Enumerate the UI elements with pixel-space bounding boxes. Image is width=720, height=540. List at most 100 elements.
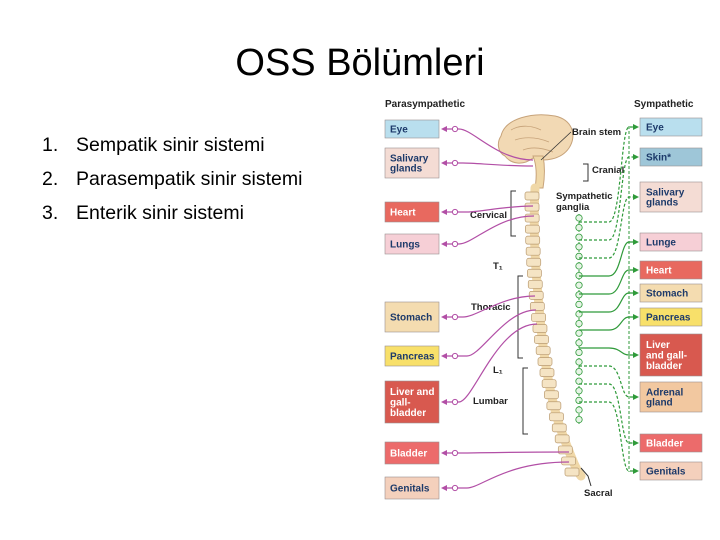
organ-box [639,381,703,413]
ganglion [575,396,583,404]
organ-box [384,345,440,367]
parasympathetic-nerve [445,461,570,489]
sympathetic-organ-list: EyeSkin*SalivaryglandsLungeHeartStomachP… [579,117,703,481]
organ-box [639,260,703,280]
organ-label: bladder [646,361,682,372]
arrow-icon [441,485,447,491]
list-item: 3.Enterik sinir sistemi [42,196,302,230]
arrow-icon [441,399,447,405]
organ-heart-para: Heart [384,201,534,223]
organ-box [639,147,703,167]
arrow-icon [633,267,639,273]
vertebra [527,279,543,289]
vertebra [539,368,555,377]
vertebra [528,291,544,300]
organ-box [384,233,440,255]
vertebra [537,357,553,366]
arrow-icon [633,239,639,245]
organ-box [384,201,440,223]
organ-genitals-sym: Genitals [579,401,703,481]
organ-box [639,433,703,453]
organ-pancreas-sym: Pancreas [579,307,703,331]
organ-label: gland [646,398,673,409]
ganglion [575,387,583,395]
ganglion [575,281,583,289]
sympathetic-chain [575,214,583,426]
brain-shape [497,114,574,164]
slide-title: OSS Bölümleri [235,42,485,84]
thoracic-bracket [517,275,523,359]
organ-stomach-para: Stomach [384,295,536,333]
terminal-ganglion [451,352,459,360]
ganglion [575,415,583,424]
sympathetic-nerve [579,269,635,295]
vertebra [531,313,546,322]
cervical-label: Cervical [470,210,507,221]
arrow-icon [441,353,447,359]
organ-stomach-sym: Stomach [579,283,703,313]
vertebra [524,202,540,212]
arrow-icon [633,468,639,474]
organ-label: gall- [390,398,411,409]
terminal-ganglion [451,449,459,457]
vertebra [527,268,542,278]
sympathetic-nerve [579,401,635,472]
organ-label: Lunge [646,238,676,249]
arrow-icon [633,290,639,296]
parasympathetic-nerve [445,128,534,161]
organ-label: Heart [646,266,672,277]
vertebra [546,401,562,411]
organ-label: Heart [390,208,416,219]
organ-label: Genitals [390,484,430,495]
sympathetic-nerve [579,241,635,277]
organ-pancreas-para: Pancreas [384,309,537,367]
organ-eye-sym: Eye [579,117,703,223]
terminal-ganglion [451,208,459,216]
organ-label: glands [390,164,423,175]
vertebra [526,257,542,267]
organ-label: Pancreas [646,313,691,324]
sympathetic-ganglia-label-1: Sympathetic [556,191,613,202]
organ-lunge-sym: Lunge [579,232,703,277]
organ-box [384,147,440,179]
ganglion [575,252,583,260]
ganglion [575,358,583,366]
ganglion [575,291,583,299]
arrow-icon [441,314,447,320]
organ-box [384,380,440,424]
organ-label: Adrenal [646,387,683,398]
sympathetic-nerve [579,196,635,259]
arrow-icon [441,209,447,215]
organ-bladder-sym: Bladder [579,383,703,453]
terminal-ganglion [451,313,459,321]
ganglion [575,406,583,414]
arrow-icon [441,126,447,132]
vertebra [541,379,557,389]
ganglion [575,367,583,376]
organ-label: Skin* [646,153,671,164]
sympathetic-nerve [579,126,635,223]
list-item: 2.Parasempatik sinir sistemi [42,162,302,196]
organ-label: Stomach [646,289,688,300]
cranial-label: Cranial [592,165,624,176]
vertebra [529,302,545,311]
parasympathetic-nerve [445,323,538,403]
organ-label: Stomach [390,313,432,324]
cranial-bracket [583,163,589,182]
organ-label: bladder [390,408,426,419]
list-number: 1. [42,134,59,156]
thoracic-label: Thoracic [471,302,511,313]
sacral-bracket [580,467,592,487]
list-text: Enterik sinir sistemi [76,202,244,224]
terminal-ganglion [451,398,459,406]
vertebra [564,467,580,477]
organ-label: glands [646,198,679,209]
sympathetic-nerve [579,156,635,241]
parasympathetic-nerve [445,215,535,245]
organ-label: Liver and [390,387,434,398]
sympathetic-nerve [579,292,635,313]
brain-stem-label: Brain stem [572,127,621,138]
